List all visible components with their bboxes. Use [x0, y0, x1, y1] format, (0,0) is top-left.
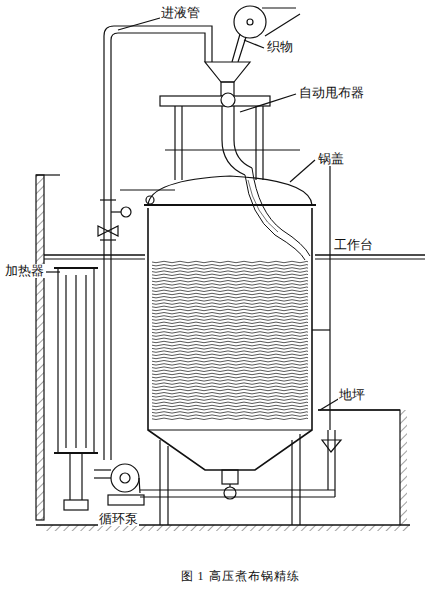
fabric-fold [152, 415, 308, 416]
fabric-fold [152, 271, 308, 272]
fabric-fold [152, 396, 308, 397]
fabric-fold [152, 383, 308, 384]
fabric-fold [152, 293, 308, 294]
fabric-fold [152, 341, 308, 342]
part-label: 锅盖 [317, 152, 345, 166]
part-label: 工作台 [333, 238, 374, 252]
fabric-fold [152, 351, 308, 352]
fabric-fold [152, 354, 308, 355]
fabric-fold [152, 345, 308, 346]
fabric-fold [152, 332, 308, 333]
fabric-fold [152, 393, 308, 394]
fabric-fold [152, 377, 308, 378]
fabric-fold [152, 274, 308, 275]
heater [58, 268, 94, 453]
fabric-fold [152, 309, 308, 310]
feed-pipe [104, 26, 212, 460]
fabric-fold [152, 367, 308, 368]
part-label: 循环泵 [98, 512, 139, 526]
fabric-fold [152, 303, 308, 304]
fabric-fold [152, 370, 308, 371]
fabric-fold [152, 297, 308, 298]
fabric-fold [152, 290, 308, 291]
fabric-fold [152, 412, 308, 413]
fabric-guide-roller [234, 6, 266, 38]
fabric-fold [152, 319, 308, 320]
part-label: 织物 [266, 40, 294, 54]
fabric-fold [152, 335, 308, 336]
fabric-fold [152, 284, 308, 285]
fabric-fold [152, 402, 308, 403]
part-label: 加热器 [4, 264, 45, 278]
fabric-fold [152, 418, 308, 419]
fabric-fold [152, 361, 308, 362]
fabric-fold [152, 338, 308, 339]
fabric-fold [152, 399, 308, 400]
fabric-fold [152, 364, 308, 365]
fabric-fold [152, 389, 308, 390]
fabric-fold [152, 306, 308, 307]
fabric-fold [152, 357, 308, 358]
part-label: 进液管 [160, 6, 201, 20]
circulation-pump [111, 464, 139, 492]
figure-caption: 图 1 高压煮布锅精练 [180, 570, 301, 583]
fabric-fold [152, 409, 308, 410]
fabric-fold [152, 277, 308, 278]
fabric-fold [152, 313, 308, 314]
fabric-fold [152, 281, 308, 282]
fabric-fold [152, 405, 308, 406]
fabric-fold [152, 265, 308, 266]
fabric-fold [152, 268, 308, 269]
fabric-fold [152, 329, 308, 330]
wall [36, 175, 44, 520]
kier-body [148, 208, 312, 470]
fabric-fold [152, 386, 308, 387]
fabric-fold [152, 300, 308, 301]
fabric-fold [152, 322, 308, 323]
part-label: 自动甩布器 [298, 86, 365, 100]
fabric-fold [152, 316, 308, 317]
fabric-fold [152, 325, 308, 326]
fabric-fold [152, 261, 308, 262]
fabric-fold [152, 373, 308, 374]
fabric-fold [152, 348, 308, 349]
fabric-fold [152, 380, 308, 381]
part-label: 地坪 [338, 388, 366, 402]
fabric-fold [152, 287, 308, 288]
